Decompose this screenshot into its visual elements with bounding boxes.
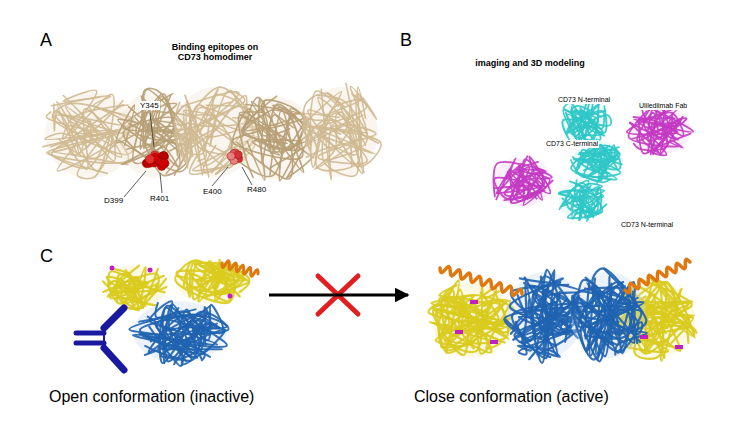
ribbon-domain bbox=[175, 260, 249, 304]
ribbon-strand bbox=[574, 291, 637, 345]
ribbon-domain bbox=[559, 180, 607, 221]
ribbon-strand bbox=[508, 162, 550, 199]
panel-letter: C bbox=[40, 246, 53, 267]
leader-lines bbox=[124, 113, 252, 197]
ribbon-strand bbox=[592, 146, 617, 173]
loop-highlight bbox=[455, 330, 463, 334]
structure-label: D399 bbox=[103, 196, 124, 205]
loop-highlight bbox=[470, 300, 478, 304]
panel-title: Binding epitopes on CD73 homodimer bbox=[165, 42, 265, 63]
epitope-spheres bbox=[227, 149, 243, 164]
ribbon-strand bbox=[163, 306, 210, 363]
ribbon-strand bbox=[562, 195, 598, 212]
leader-line bbox=[242, 167, 252, 185]
ribbon-strand bbox=[328, 87, 377, 173]
blocked-transition-arrow bbox=[269, 294, 408, 297]
domain-shade bbox=[117, 92, 193, 178]
helix bbox=[440, 267, 522, 296]
structure-label: E400 bbox=[202, 187, 223, 196]
conformation-label: Close conformation (active) bbox=[414, 388, 696, 406]
loop-highlight bbox=[675, 345, 683, 349]
ribbon-strand bbox=[439, 298, 506, 348]
domain-shade bbox=[104, 265, 167, 308]
leader-line bbox=[212, 167, 228, 186]
ribbon-strand bbox=[185, 89, 238, 155]
conformation-panel: Open conformation (inactive) bbox=[45, 250, 267, 410]
ribbon-strand bbox=[243, 97, 307, 153]
loop-highlight bbox=[148, 268, 153, 273]
antibody-chain bbox=[76, 331, 104, 336]
epitope-spheres bbox=[142, 151, 169, 171]
loop-highlight bbox=[110, 266, 115, 271]
structure-label: CD73 C-terminal bbox=[545, 140, 599, 148]
ribbon-strand bbox=[160, 308, 199, 363]
ribbon-domain bbox=[491, 156, 552, 206]
structure-label: Uliledlimab Fab bbox=[638, 102, 688, 110]
structure-label: CD73 N-terminal bbox=[620, 221, 674, 229]
loop-highlight bbox=[490, 340, 498, 344]
ribbon-strand bbox=[177, 127, 218, 177]
ribbon-strand bbox=[318, 92, 367, 163]
antibody-hinge bbox=[103, 333, 105, 343]
ribbon-strand bbox=[581, 145, 618, 173]
leader-line bbox=[150, 113, 154, 147]
atom-sphere bbox=[227, 152, 235, 160]
ribbon-strand bbox=[238, 115, 281, 178]
ribbon-strand bbox=[585, 194, 602, 221]
loop-highlight bbox=[228, 294, 233, 299]
ribbon-strand bbox=[108, 271, 164, 293]
antibody-chain bbox=[76, 341, 104, 346]
structure-label: CD73 N-terminal bbox=[557, 96, 611, 104]
ribbon-domain bbox=[562, 99, 612, 146]
atom-sphere bbox=[145, 155, 154, 164]
ribbon-strand bbox=[431, 291, 474, 309]
antibody-chain bbox=[104, 348, 124, 370]
leader-line bbox=[124, 171, 146, 197]
helix bbox=[222, 261, 258, 276]
ribbon-strand bbox=[637, 113, 681, 154]
ribbon-structures bbox=[43, 83, 697, 370]
helix bbox=[625, 259, 690, 292]
conformation-label: Open conformation (inactive) bbox=[49, 388, 263, 406]
ribbon-strand bbox=[575, 160, 602, 168]
panel-letter: B bbox=[400, 30, 412, 51]
structure-label: R401 bbox=[149, 194, 170, 203]
ribbon-domain bbox=[627, 104, 694, 156]
ribbon-strand bbox=[511, 156, 545, 203]
antibody-symbol bbox=[76, 308, 124, 370]
ribbon-strand bbox=[182, 92, 239, 155]
panel-letter: A bbox=[40, 30, 52, 51]
ribbon-domain bbox=[301, 83, 381, 179]
ribbon-strand bbox=[570, 297, 623, 351]
antibody-chain bbox=[104, 308, 124, 328]
ribbon-strand bbox=[51, 104, 112, 171]
ribbon-strand bbox=[437, 290, 504, 353]
ribbon-domain bbox=[570, 268, 647, 361]
atom-sphere bbox=[158, 159, 167, 168]
structure-label: Y345 bbox=[139, 101, 160, 110]
structure-label: R480 bbox=[246, 185, 267, 194]
conformation-panel: Close conformation (active) bbox=[410, 250, 700, 410]
ribbon-strand bbox=[122, 94, 182, 165]
panel-title: imaging and 3D modeling bbox=[460, 58, 600, 68]
ribbon-domain bbox=[129, 301, 228, 366]
ribbon-strand bbox=[563, 106, 606, 138]
atom-sphere bbox=[234, 151, 242, 159]
loop-highlight bbox=[640, 335, 648, 339]
leader-line bbox=[160, 173, 162, 193]
